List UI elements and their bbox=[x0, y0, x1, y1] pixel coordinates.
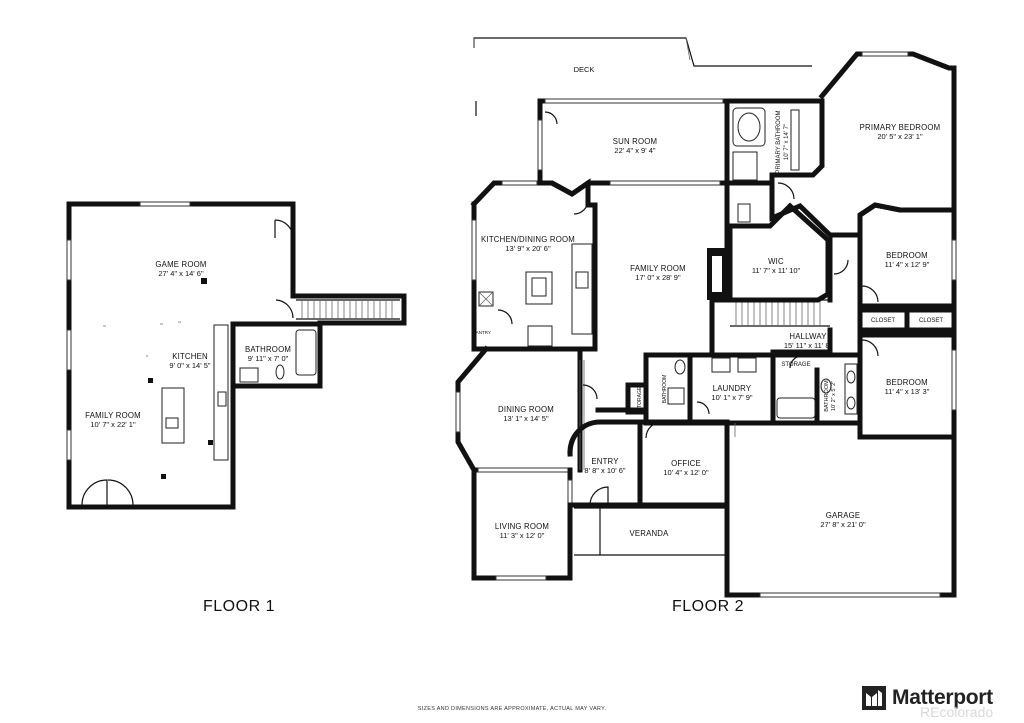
brand-block: Matterport bbox=[862, 686, 993, 710]
floor1-stairs bbox=[296, 299, 400, 320]
f2-room-dims: 10' 4" x 12' 0" bbox=[663, 468, 709, 477]
storage-label: STORAGE bbox=[781, 362, 810, 368]
f2-room-dims: 15' 11" x 11' 8" bbox=[784, 341, 833, 350]
f2-room-name: KITCHEN/DINING ROOM bbox=[481, 235, 575, 244]
f2-room-name: PRIMARY BEDROOM bbox=[860, 123, 941, 132]
f2-room-dims: 11' 4" x 13' 3" bbox=[885, 387, 930, 396]
f2-room-name: DINING ROOM bbox=[498, 405, 554, 414]
pantry-label: PANTRY bbox=[473, 330, 491, 335]
floor1-title: FLOOR 1 bbox=[203, 598, 275, 615]
f1-room-dims: 27' 4" x 14' 6" bbox=[158, 269, 204, 278]
floor2-title: FLOOR 2 bbox=[672, 598, 744, 615]
f2-room-dims: 13' 1" x 14' 5" bbox=[503, 414, 549, 423]
f2-room-name: WIC bbox=[768, 257, 784, 266]
f2-room-dims: 11' 3" x 12' 0" bbox=[500, 531, 545, 540]
storage-label: STORAGE bbox=[637, 386, 643, 411]
f2-room-name: LIVING ROOM bbox=[495, 522, 549, 531]
f1-room-dims: 9' 11" x 7' 0" bbox=[248, 354, 289, 363]
f2-room-dims: 17' 0" x 28' 9" bbox=[635, 273, 681, 282]
matterport-logo-icon bbox=[862, 686, 886, 710]
f2-room-name: BEDROOM bbox=[886, 378, 928, 387]
bathroom-label: BATHROOM bbox=[824, 380, 830, 412]
closet-label: CLOSET bbox=[919, 318, 943, 324]
bathroom-dims: 10' 2" x 5' 2" bbox=[831, 381, 837, 411]
f2-room-name: FAMILY ROOM bbox=[630, 264, 686, 273]
f2-room-name: LAUNDRY bbox=[713, 384, 752, 393]
f1-room-dims: 9' 0" x 14' 5" bbox=[169, 361, 210, 370]
f2-room-dims: 22' 4" x 9' 4" bbox=[614, 146, 655, 155]
f2-room-dims: 11' 7" x 11' 10" bbox=[752, 266, 801, 275]
f2-room-name: HALLWAY bbox=[789, 332, 827, 341]
f1-room-name: FAMILY ROOM bbox=[85, 411, 141, 420]
f1-room-name: GAME ROOM bbox=[155, 260, 206, 269]
floor1-plan: GAME ROOM 27' 4" x 14' 6" KITCHEN 9' 0" … bbox=[66, 201, 407, 510]
f2-room-name: BEDROOM bbox=[886, 251, 928, 260]
floor2-plan: DECK SUN ROOM 22' 4" x 9' 4" PRIMARY BAT… bbox=[455, 37, 957, 598]
f1-room-dims: 10' 7" x 22' 1" bbox=[90, 420, 136, 429]
f2-room-dims: 10' 7" x 14' 7" bbox=[784, 124, 790, 160]
f2-room-name: OFFICE bbox=[671, 459, 701, 468]
disclaimer-text: SIZES AND DIMENSIONS ARE APPROXIMATE, AC… bbox=[417, 706, 607, 712]
brand-name: Matterport bbox=[892, 686, 993, 709]
f2-room-name: SUN ROOM bbox=[613, 137, 657, 146]
f2-room-name: ENTRY bbox=[591, 457, 619, 466]
f2-room-dims: 20' 5" x 23' 1" bbox=[877, 132, 923, 141]
watermark-text: REcolorado bbox=[920, 704, 994, 720]
deck-label: DECK bbox=[574, 65, 595, 74]
f2-room-dims: 10' 1" x 7' 9" bbox=[711, 393, 752, 402]
veranda-label: VERANDA bbox=[629, 529, 669, 538]
f2-room-dims: 11' 4" x 12' 9" bbox=[885, 260, 930, 269]
bathroom-label: BATHROOM bbox=[662, 375, 668, 404]
f1-room-name: KITCHEN bbox=[172, 352, 208, 361]
f2-room-dims: 8' 8" x 10' 6" bbox=[584, 466, 625, 475]
f2-room-dims: 13' 9" x 20' 6" bbox=[505, 244, 551, 253]
closet-label: CLOSET bbox=[871, 318, 895, 324]
f1-room-name: BATHROOM bbox=[245, 345, 291, 354]
f2-room-name: GARAGE bbox=[826, 511, 861, 520]
f2-room-name: PRIMARY BATHROOM bbox=[776, 110, 782, 173]
f2-room-dims: 27' 8" x 21' 0" bbox=[820, 520, 866, 529]
